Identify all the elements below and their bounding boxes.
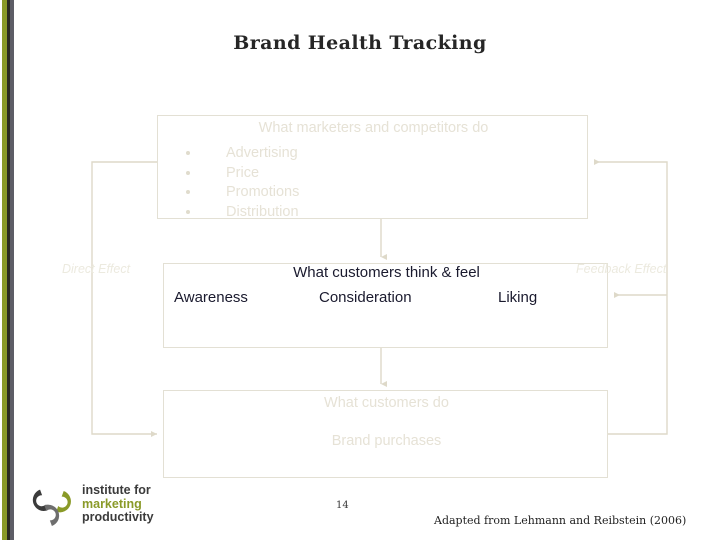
- bullet-dot-icon: [186, 209, 190, 214]
- stripe-band-olive: [2, 0, 7, 540]
- stage-liking: Liking: [498, 289, 538, 306]
- bullet-dot-icon: [186, 151, 190, 155]
- list-item: Advertising: [178, 144, 299, 164]
- box-customers-do-subtext: Brand purchases: [331, 433, 442, 449]
- bullet-label: Distribution: [226, 203, 299, 220]
- logo-wordmark: institute for marketing productivity: [82, 483, 154, 525]
- bullet-label: Price: [226, 164, 260, 181]
- box-customers-do-heading: What customers do: [324, 395, 449, 411]
- logo-line-institute-for: institute for: [82, 483, 151, 497]
- stage-awareness: Awareness: [174, 289, 248, 306]
- stripe-band-dark: [7, 0, 10, 540]
- logo-line-productivity: productivity: [82, 510, 154, 524]
- left-decorative-stripe: [0, 0, 14, 540]
- stripe-band-gray: [10, 0, 14, 540]
- box-think-feel-heading: What customers think & feel: [293, 264, 480, 281]
- box-what-marketers-do: What marketers and competitors do Advert…: [157, 115, 588, 222]
- page-number: 14: [336, 500, 349, 511]
- bullet-label: Promotions: [226, 184, 300, 200]
- bullet-dot-icon: [186, 170, 190, 175]
- marketers-bullet-list: Advertising Price Promotions Distributio…: [178, 144, 299, 222]
- list-item: Distribution: [178, 203, 299, 223]
- institute-logo: institute for marketing productivity: [24, 482, 184, 530]
- list-item: Price: [178, 164, 299, 184]
- slide-title: Brand Health Tracking: [233, 32, 487, 54]
- box-marketers-heading: What marketers and competitors do: [258, 120, 489, 136]
- box-what-customers-do: What customers do Brand purchases: [163, 390, 608, 478]
- label-direct-effect: Direct Effect: [62, 262, 131, 276]
- label-feedback-effect: Feedback Effect: [576, 262, 667, 276]
- bullet-label: Advertising: [226, 145, 298, 161]
- box-what-customers-think-feel: What customers think & feel Awareness Co…: [163, 263, 608, 348]
- logo-line-marketing: marketing: [82, 496, 142, 511]
- stage-consideration: Consideration: [319, 289, 412, 306]
- stripe-band-white: [0, 0, 2, 540]
- bullet-dot-icon: [186, 190, 190, 194]
- source-attribution: Adapted from Lehmann and Reibstein (2006…: [434, 514, 687, 527]
- list-item: Promotions: [178, 183, 299, 203]
- interlocking-rings-logo-icon: [32, 489, 71, 527]
